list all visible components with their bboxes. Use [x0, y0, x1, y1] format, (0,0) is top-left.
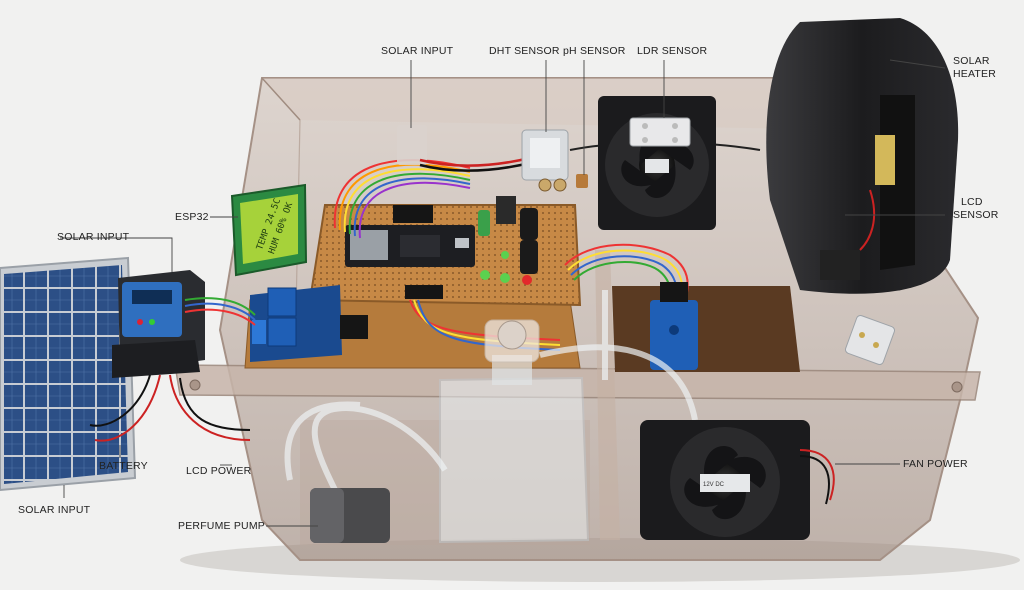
header-pins	[393, 205, 433, 223]
label-esp32: ESP32	[175, 211, 209, 223]
solar-panel	[0, 256, 137, 492]
bottom-fan	[640, 420, 810, 540]
label-lcd-power: LCD POWER	[186, 465, 252, 477]
ribbon-connector	[405, 285, 443, 299]
solar-heater	[766, 18, 959, 294]
indicator-leds	[480, 251, 532, 285]
label-solar-input-top: SOLAR INPUT	[381, 45, 454, 57]
charge-controller	[112, 270, 205, 378]
fan-power-wire-black	[799, 455, 830, 505]
top-fan	[598, 96, 716, 230]
soil-sensor-module	[650, 282, 698, 370]
perfume-pump	[310, 488, 390, 543]
esp32-board	[345, 225, 475, 267]
label-lcd-sensor-line2: SENSOR	[953, 209, 999, 221]
top-wire-black	[419, 161, 531, 172]
label-dht-sensor: DHT SENSOR	[489, 45, 560, 57]
lcd-sensor	[844, 314, 896, 366]
label-solar-input-left: SOLAR INPUT	[57, 231, 130, 243]
leader-lines	[60, 59, 946, 527]
fan-label-text: 12V DC	[703, 482, 725, 488]
battery-wires	[89, 374, 251, 442]
label-solar-heater-line1: SOLAR	[953, 55, 990, 67]
solar-input-connector	[397, 125, 427, 165]
label-solar-heater-line2: HEATER	[953, 68, 997, 80]
ph-sensor	[576, 174, 588, 188]
label-perfume-pump: PERFUME PUMP	[178, 520, 265, 532]
relay-module	[250, 285, 368, 362]
lcd-module	[230, 183, 308, 277]
label-ldr-sensor: LDR SENSOR	[637, 45, 708, 57]
dht-sensor	[521, 129, 569, 192]
label-solar-input-bottom: SOLAR INPUT	[18, 504, 91, 516]
ldr-sensor	[629, 117, 691, 147]
label-lcd-sensor-line1: LCD	[961, 196, 983, 208]
perfume-bottle	[439, 319, 590, 544]
label-battery: BATTERY	[99, 460, 148, 472]
water-tubes	[284, 290, 698, 502]
top-wire-red	[419, 156, 531, 167]
soil-bed	[612, 286, 800, 372]
capacitors	[478, 196, 538, 274]
label-fan-power: FAN POWER	[903, 458, 968, 470]
label-ph-sensor: pH SENSOR	[563, 45, 626, 57]
fan-power-wire	[799, 449, 835, 501]
